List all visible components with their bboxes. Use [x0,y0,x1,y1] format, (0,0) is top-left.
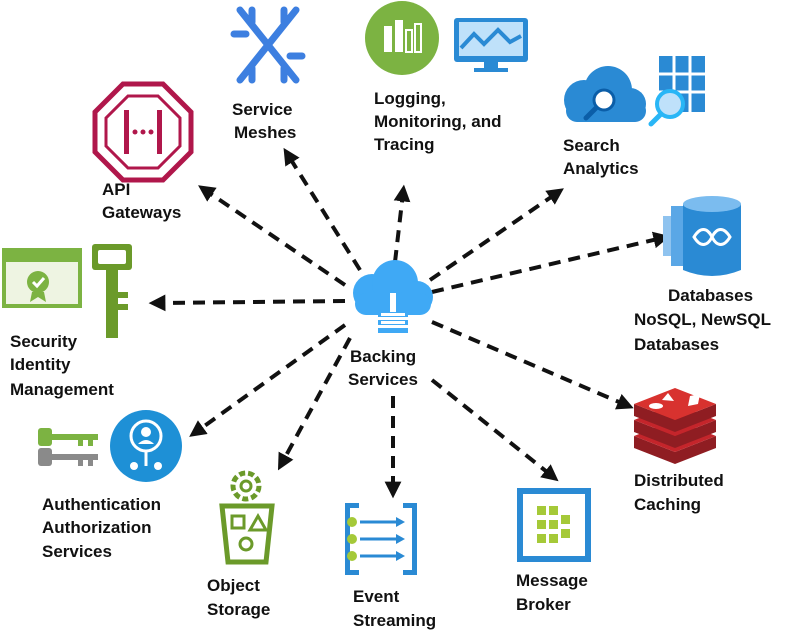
event-streaming-line1: Event [353,587,400,606]
center-node: Backing Services [348,260,433,389]
databases-line2: NoSQL, NewSQL [634,310,771,329]
arrow-to-search [428,188,564,282]
service-meshes-line2: Meshes [234,123,296,142]
node-auth: Authentication Authorization Services [38,410,182,561]
message-broker-line2: Broker [516,595,571,614]
databases-line3: Databases [634,335,719,354]
api-gateway-icon [92,81,194,183]
caching-line2: Caching [634,495,701,514]
node-security: Security Identity Management [2,244,132,399]
search-line2: Analytics [563,159,639,178]
node-message-broker: Message Broker [516,488,591,614]
event-stream-icon [345,503,417,575]
node-object-storage: Object Storage [207,470,275,619]
caching-line1: Distributed [634,471,724,490]
queue-icon [517,488,591,562]
service-mesh-icon [230,6,306,84]
arrow-to-security [148,294,346,312]
monitor-icon [454,18,528,72]
security-line1: Security [10,332,78,351]
key-icon [92,244,132,338]
databases-line1: Databases [668,286,753,305]
auth-line1: Authentication [42,495,161,514]
arrow-to-message-broker [430,378,559,482]
object-storage-line2: Storage [207,600,270,619]
redis-icon [634,388,716,464]
arrow-to-service-meshes [283,147,362,272]
node-caching: Distributed Caching [634,388,724,514]
certificate-icon [2,248,82,308]
event-streaming-line2: Streaming [353,611,436,630]
cloud-search-icon [564,66,646,122]
auth-line2: Authorization [42,518,152,537]
auth-line3: Services [42,542,112,561]
security-line3: Management [10,380,114,399]
api-gateways-line1: API [102,180,130,199]
service-meshes-line1: Service [232,100,293,119]
logging-line2: Monitoring, and [374,112,501,131]
arrows [148,147,671,499]
arrow-to-logging [393,184,411,263]
security-line2: Identity [10,355,71,374]
center-label-line2: Services [348,370,418,389]
table-search-icon [648,56,705,127]
node-event-streaming: Event Streaming [345,503,436,630]
arrow-to-caching [431,320,634,410]
message-broker-line1: Message [516,571,588,590]
cloud-server-icon [353,260,433,333]
arrow-to-object-storage [277,337,352,471]
node-databases: Databases NoSQL, NewSQL Databases [634,196,771,354]
arrow-to-auth [189,323,347,437]
logging-line1: Logging, [374,89,446,108]
node-search: Search Analytics [563,56,705,178]
identity-icon [110,410,182,482]
node-api-gateways: API Gateways [92,81,194,222]
object-storage-line1: Object [207,576,260,595]
log-chart-icon [365,1,439,75]
api-gateways-line2: Gateways [102,203,181,222]
keys-icon [38,428,98,466]
node-service-meshes: Service Meshes [230,6,306,142]
logging-line3: Tracing [374,135,434,154]
arrow-to-api-gateways [198,185,347,287]
search-line1: Search [563,136,620,155]
arrow-to-databases [431,231,671,294]
database-icon [663,196,741,276]
node-logging: Logging, Monitoring, and Tracing [365,1,528,154]
bucket-icon [219,470,275,565]
center-label-line1: Backing [350,347,416,366]
